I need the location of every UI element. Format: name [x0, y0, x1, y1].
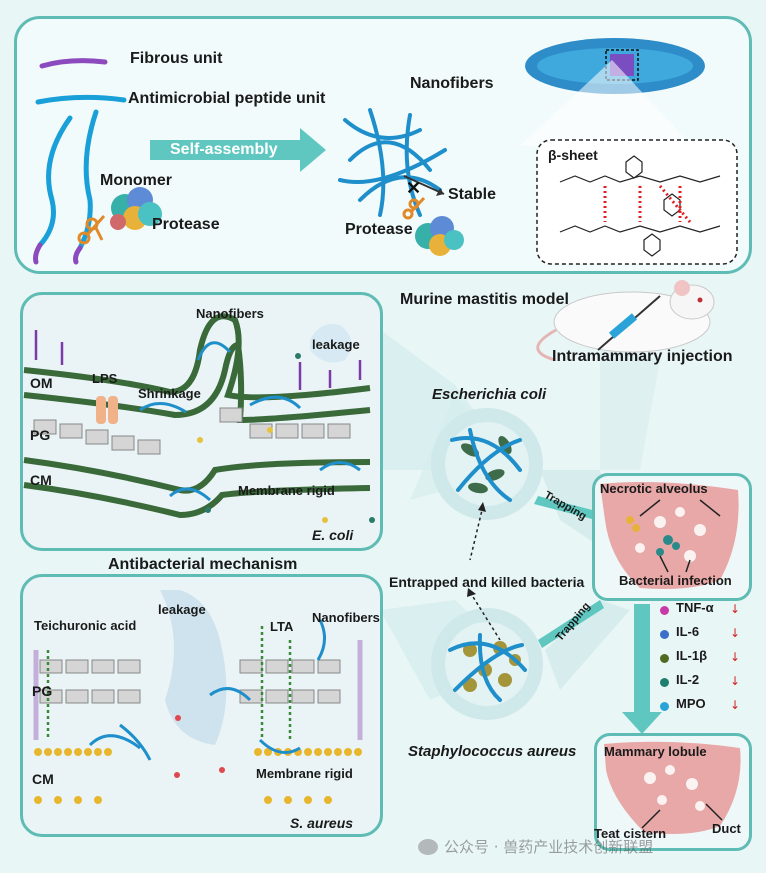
wechat-icon — [418, 838, 438, 855]
fibrous-unit-icon — [39, 58, 108, 69]
cytokine-label: TNF-α — [676, 600, 714, 615]
amp-unit-icon — [35, 94, 127, 105]
cistern-label: Teat cistern — [594, 826, 667, 841]
self-assembly-label: Self-assembly — [170, 141, 278, 158]
saureus-pg-label: PG — [32, 683, 53, 699]
center-saureus-label: Staphylococcus aureus — [408, 743, 577, 760]
stable-label: Stable — [448, 186, 497, 203]
cytokine-label: IL-2 — [676, 672, 700, 687]
self-assembly-arrow — [150, 128, 326, 172]
cytokine-item: IL-1β ↓ — [660, 648, 750, 672]
protease-left-label: Protease — [152, 216, 220, 233]
protease-mid-icon — [415, 216, 464, 256]
entrapped-label: Entrapped and killed bacteria — [389, 574, 585, 590]
down-arrow-icon: ↓ — [730, 602, 741, 616]
svg-text:✕: ✕ — [406, 178, 421, 198]
ecoli-organism-label: E. coli — [312, 527, 354, 543]
cytokine-dot — [660, 678, 669, 687]
down-arrow-icon: ↓ — [730, 698, 741, 712]
cytokine-list: TNF-α ↓ IL-6 ↓ IL-1β ↓ IL-2 ↓ MPO ↓ — [660, 600, 750, 720]
fibrous-unit-label: Fibrous unit — [130, 50, 223, 67]
beta-sheet-box — [536, 139, 738, 265]
ecoli-cm-label: CM — [30, 472, 52, 488]
cytokine-label: MPO — [676, 696, 706, 711]
cytokine-dot — [660, 606, 669, 615]
cytokine-dot — [660, 630, 669, 639]
shrinkage-label: Shrinkage — [138, 386, 201, 401]
watermark: 公众号 · 兽药产业技术创新联盟 — [418, 836, 653, 857]
cytokine-dot — [660, 702, 669, 711]
saureus-cm-label: CM — [32, 771, 54, 787]
monomer-label: Monomer — [100, 172, 172, 189]
injection-label: Intramammary injection — [552, 348, 733, 365]
ecoli-membrane-rigid-label: Membrane rigid — [238, 483, 335, 498]
cytokine-item: IL-2 ↓ — [660, 672, 750, 696]
saureus-membrane-rigid-label: Membrane rigid — [256, 766, 353, 781]
cytokine-label: IL-6 — [676, 624, 700, 639]
nanofibers-label: Nanofibers — [410, 75, 494, 92]
ecoli-leakage-label: leakage — [312, 337, 360, 352]
mechanism-title: Antibacterial mechanism — [108, 556, 298, 573]
protease-mid-label: Protease — [345, 221, 413, 238]
cytokine-label: IL-1β — [676, 648, 708, 663]
lta-label: LTA — [270, 619, 294, 634]
center-ecoli-label: Escherichia coli — [432, 386, 547, 403]
ecoli-nanofibers-label: Nanofibers — [196, 306, 264, 321]
protease-icon — [110, 187, 162, 230]
cytokine-item: IL-6 ↓ — [660, 624, 750, 648]
cytokine-item: TNF-α ↓ — [660, 600, 750, 624]
infection-label: Bacterial infection — [619, 573, 732, 588]
amp-unit-label: Antimicrobial peptide unit — [128, 90, 326, 107]
cytokine-dot — [660, 654, 669, 663]
down-arrow-icon: ↓ — [730, 674, 741, 688]
om-label: OM — [30, 375, 53, 391]
saureus-organism-label: S. aureus — [290, 815, 354, 831]
lobule-label: Mammary lobule — [604, 744, 707, 759]
down-arrow-icon: ↓ — [730, 626, 741, 640]
murine-model-label: Murine mastitis model — [400, 291, 569, 308]
cytokine-item: MPO ↓ — [660, 696, 750, 720]
saureus-nanofibers-label: Nanofibers — [312, 610, 380, 625]
saureus-leakage-label: leakage — [158, 602, 206, 617]
duct-label: Duct — [712, 821, 741, 836]
down-arrow-icon: ↓ — [730, 650, 741, 664]
watermark-text: 公众号 · 兽药产业技术创新联盟 — [444, 838, 654, 856]
teichuronic-label: Teichuronic acid — [34, 618, 137, 633]
beta-sheet-label: β-sheet — [548, 147, 598, 163]
ecoli-pg-label: PG — [30, 427, 51, 443]
necrotic-label: Necrotic alveolus — [600, 481, 708, 496]
scissors-icon — [77, 215, 106, 245]
lps-label: LPS — [92, 371, 118, 386]
